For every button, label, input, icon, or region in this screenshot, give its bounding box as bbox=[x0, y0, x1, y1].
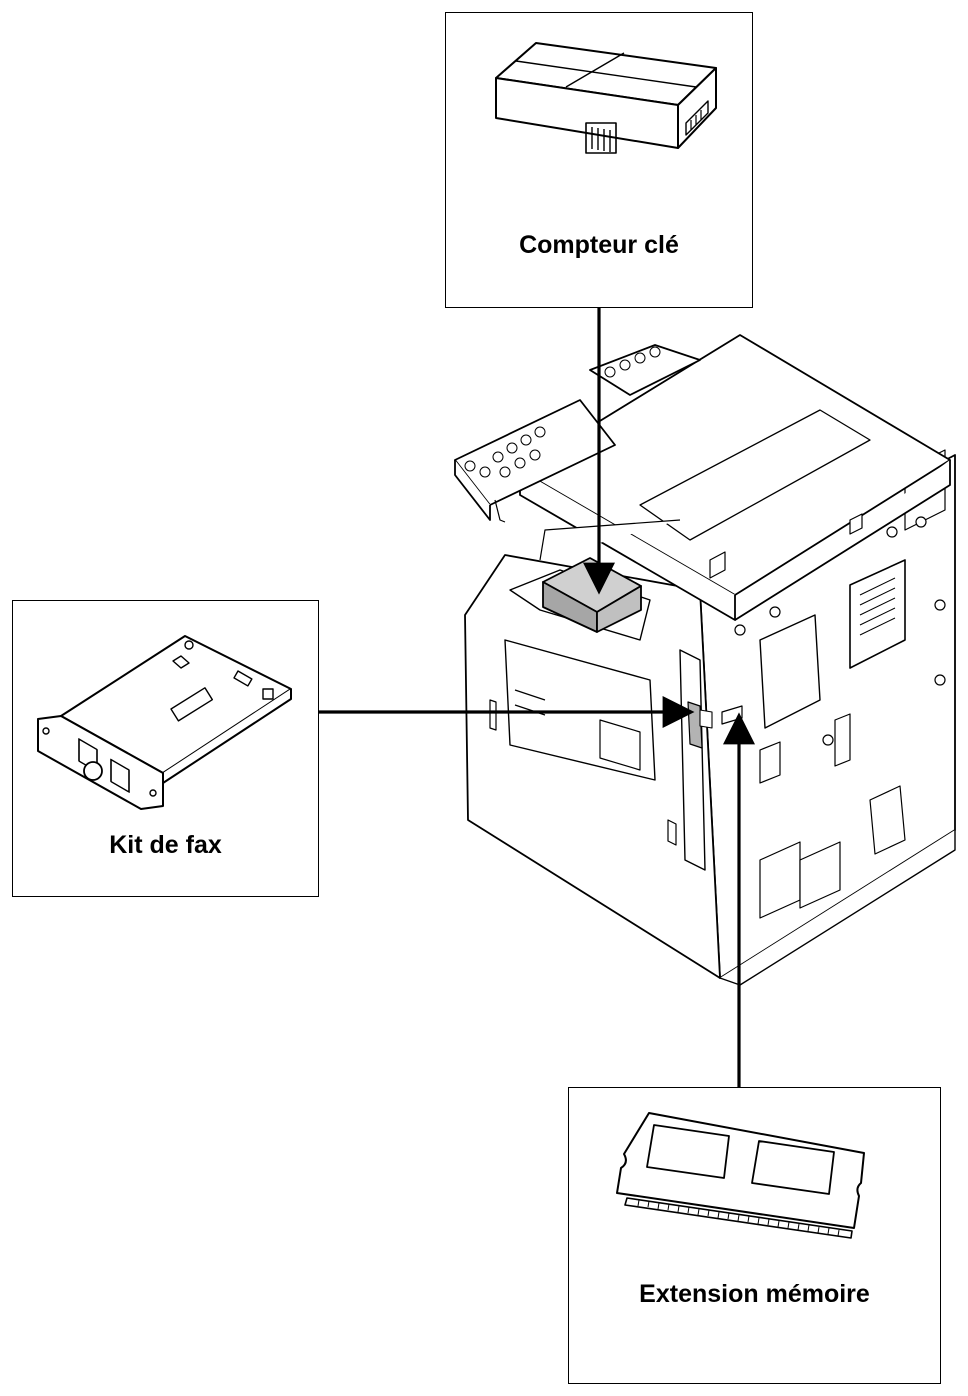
key-counter-label: Compteur clé bbox=[519, 231, 679, 259]
fax-kit-card-icon bbox=[37, 635, 292, 810]
key-counter-callout: Compteur clé bbox=[445, 12, 753, 308]
memory-module-icon bbox=[616, 1112, 865, 1239]
memory-expansion-label: Extension mémoire bbox=[639, 1280, 870, 1308]
memory-expansion-callout: Extension mémoire bbox=[568, 1087, 941, 1384]
arrows bbox=[319, 308, 755, 1087]
fax-kit-callout: Kit de fax bbox=[12, 600, 319, 897]
fax-kit-label: Kit de fax bbox=[109, 831, 222, 859]
printer-icon bbox=[454, 334, 956, 986]
key-counter-icon bbox=[495, 42, 717, 154]
